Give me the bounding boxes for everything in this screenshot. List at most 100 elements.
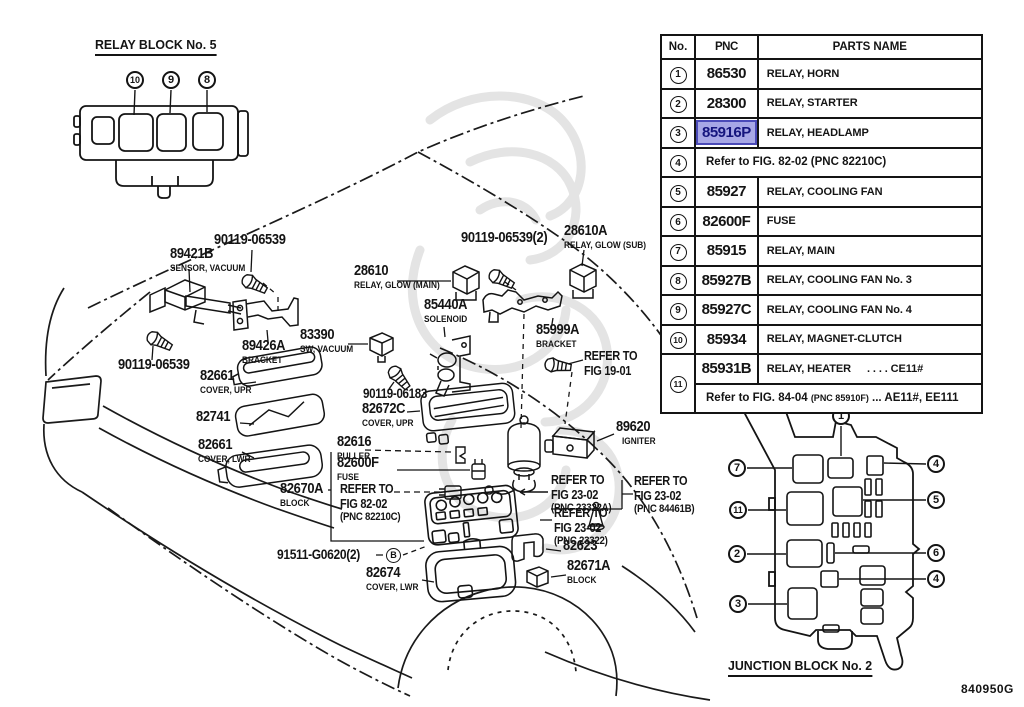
label-refer-fig19: REFER TO FIG 19-01: [584, 349, 638, 378]
cover-82741: [234, 393, 326, 437]
cover74-leader: [376, 554, 435, 583]
bracket-89426a: [232, 282, 299, 342]
cover-lwr-82661: [217, 444, 323, 488]
callout-jb-6: 6: [927, 544, 945, 562]
table-row-highlighted: 3 85916P RELAY, HEADLAMP: [660, 117, 983, 149]
car-body-outline: [42, 95, 711, 701]
igniter-89620: [544, 427, 615, 459]
parts-name-cell: RELAY, HORN: [756, 58, 983, 90]
label-bracket-85999a: 85999A BRACKET: [536, 321, 580, 349]
callout-jb-4b: 4: [927, 570, 945, 588]
label-cover-lwr-82674: 82674 COVER, LWR: [366, 564, 419, 592]
label-refer-fig23b: REFER TO FIG 23-02 (PNC 23322): [554, 506, 608, 547]
junction-block2-title: JUNCTION BLOCK No. 2: [728, 659, 873, 677]
parts-name-cell: FUSE: [756, 205, 983, 237]
junction-block-drawing: [742, 404, 927, 671]
label-refer-fig23c: REFER TO FIG 23-02 (PNC 84461B): [634, 474, 695, 515]
relay-glow-main-28610: [397, 265, 480, 301]
col-header-name: PARTS NAME: [756, 34, 983, 60]
relay-glow-sub-28610a: [569, 249, 597, 299]
pnc-cell-highlighted[interactable]: 85916P: [696, 120, 756, 146]
row-no-badge: 5: [669, 184, 687, 202]
parts-name-cell: RELAY, HEATER: [766, 362, 851, 375]
puller-82616: [455, 446, 466, 464]
col-header-pnc: PNC: [694, 34, 759, 60]
table-row: 9 85927C RELAY, COOLING FAN No. 4: [660, 294, 983, 326]
pnc-cell: 82600F: [694, 205, 759, 237]
parts-table: No. PNC PARTS NAME 1 86530 RELAY, HORN 2…: [660, 34, 983, 414]
parts-name-cell: RELAY, COOLING FAN No. 3: [756, 264, 983, 296]
watermark: [407, 91, 624, 555]
label-block-82670a: 82670A BLOCK: [280, 480, 324, 508]
cover-upr-82661: [232, 346, 323, 387]
label-fuse-82600f: 82600F FUSE: [337, 454, 379, 482]
switch-vacuum-83390: [348, 332, 394, 363]
label-bolt-pair: 90119-06539(2): [461, 229, 548, 246]
fuse-block-82670a: [424, 484, 519, 546]
cover-leaders: [239, 381, 257, 459]
refer-group-lines: [551, 480, 633, 510]
fastener-badge-b: B: [386, 548, 401, 563]
pnc-cell: 85934: [694, 323, 759, 355]
callout-jb-7: 7: [728, 459, 746, 477]
solenoid-85440a: [429, 326, 471, 397]
canister-assembly: [484, 415, 548, 496]
refer19-leader: [567, 359, 584, 365]
label-bracket-89426a: 89426A BRACKET: [242, 337, 286, 365]
parts-name-variant: . . . . CE11#: [867, 362, 924, 375]
label-glow-sub-28610a: 28610A RELAY, GLOW (SUB): [564, 222, 647, 250]
table-row: 11 85931B RELAY, HEATER. . . . CE11#: [660, 353, 983, 414]
refer-cell: Refer to FIG. 82-02 (PNC 82210C): [694, 146, 983, 178]
table-row: 10 85934 RELAY, MAGNET-CLUTCH: [660, 323, 983, 355]
table-header-row: No. PNC PARTS NAME: [660, 34, 983, 60]
refer-cell-tail: ... AE11#, EE111: [868, 392, 959, 405]
row-no-badge: 4: [669, 155, 687, 172]
label-cover-lwr-82661: 82661 COVER, LWR: [198, 436, 251, 464]
label-solenoid-85440a: 85440A SOLENOID: [424, 296, 468, 324]
callout-jb-3: 3: [729, 595, 747, 613]
label-refer-fig23a: REFER TO FIG 23-02 (PNC 23322A): [551, 473, 612, 514]
grommet-cone: [540, 501, 605, 531]
cover-upr-82672c: [420, 382, 516, 445]
pnc-cell: 85931B: [694, 353, 759, 385]
relay-block5-title: RELAY BLOCK No. 5: [95, 38, 217, 56]
label-block-82671a: 82671A BLOCK: [567, 557, 611, 585]
refer-cell-small: (PNC 85910F): [810, 393, 869, 404]
label-82623: 82623: [563, 537, 598, 554]
row-no-badge: 3: [669, 125, 687, 143]
col-header-no: No.: [660, 34, 696, 60]
parts-name-cell: RELAY, COOLING FAN No. 4: [756, 294, 983, 326]
table-row: 2 28300 RELAY, STARTER: [660, 87, 983, 119]
row-no-badge: 8: [669, 273, 687, 290]
label-cover-82741: 82741: [196, 408, 231, 425]
label-glow-main-28610: 28610 RELAY, GLOW (MAIN): [354, 262, 440, 290]
label-cover-upr-82672c: 82672C COVER, UPR: [362, 400, 414, 428]
table-row: Refer to FIG. 84-04 (PNC 85910F) ... AE1…: [661, 382, 983, 414]
screwb-leader: [402, 545, 428, 556]
parts-name-cell: RELAY, MAIN: [756, 235, 983, 267]
table-row: 1 86530 RELAY, HORN: [660, 58, 983, 90]
callout-jb-2: 2: [728, 545, 746, 563]
refer-cell: Refer to FIG. 84-04: [706, 392, 811, 405]
junction-callout-leaders: [747, 426, 927, 605]
misc-leaders-1: [388, 381, 421, 413]
pnc-cell: 85927: [694, 176, 759, 208]
sensor-vacuum-assembly: [149, 249, 253, 361]
label-puller-82616: 82616 PULLER: [337, 433, 372, 461]
label-bolt-mid: 90119-06183: [363, 386, 428, 401]
bracket-85999a: [482, 281, 563, 331]
table-row: 7 85915 RELAY, MAIN: [660, 235, 983, 267]
row-no-badge: 2: [669, 96, 687, 113]
cover-lwr-82674: [425, 537, 517, 603]
document-code: 840950G: [961, 682, 1014, 696]
callout-jb-4a: 4: [927, 455, 945, 473]
label-sensor-89421b: 89421B SENSOR, VACUUM: [170, 245, 246, 273]
parts-name-cell: RELAY, COOLING FAN: [756, 176, 983, 208]
callout-jb-5: 5: [927, 491, 945, 509]
pnc-cell: 85915: [694, 235, 759, 267]
table-row: 4 Refer to FIG. 82-02 (PNC 82210C): [660, 146, 983, 178]
bracket-82623: [511, 533, 562, 562]
block-82671a: [526, 566, 567, 588]
row-no-badge: 10: [669, 331, 687, 349]
